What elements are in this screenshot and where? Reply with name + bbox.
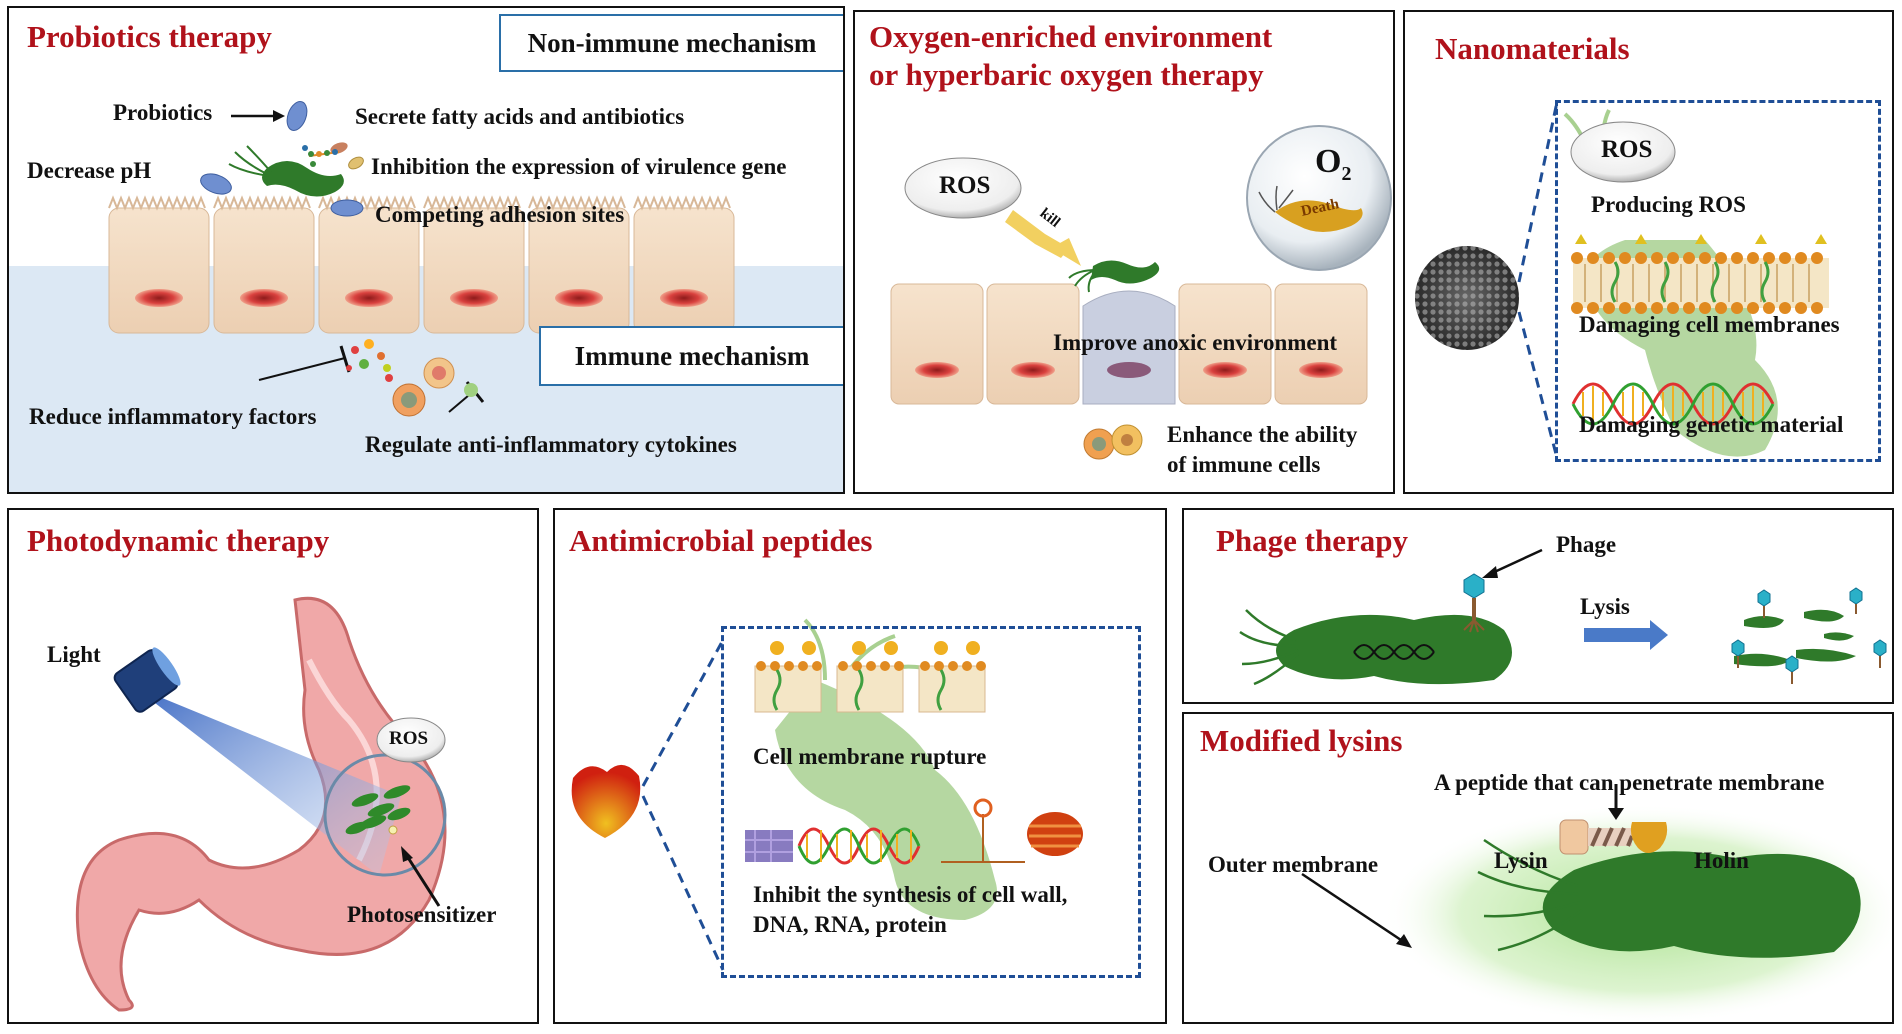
ros-label: ROS [939, 172, 991, 199]
ros-bubble [904, 157, 1022, 219]
non-immune-mechanism-label: Non-immune mechanism [499, 14, 843, 72]
oxygen-panel: Oxygen-enriched environment or hyperbari… [853, 10, 1395, 494]
oxygen-title-line2: or hyperbaric oxygen therapy [869, 57, 1264, 92]
inhibit-synthesis-line2: DNA, RNA, protein [753, 912, 947, 937]
peptide-label: A peptide that can penetrate membrane [1434, 770, 1825, 795]
immune-cells-icon [1083, 424, 1143, 460]
ribosome-icon [1027, 812, 1083, 856]
light-source-icon [113, 647, 181, 713]
nanomaterials-title: Nanomaterials [1435, 31, 1630, 66]
kill-arrow [1005, 210, 1069, 258]
decrease-ph-label: Decrease pH [27, 158, 152, 183]
oxygen-illustration [890, 125, 1392, 460]
nanomaterials-panel: Nanomaterials ROS Producing ROS Damaging… [1403, 10, 1894, 494]
regulate-cytokines-label: Regulate anti-inflammatory cytokines [365, 432, 737, 457]
inhibition-label: Inhibition the expression of virulence g… [371, 154, 787, 179]
lysed-bacteria-icon [1734, 609, 1856, 667]
o2-subscript: 2 [1341, 162, 1352, 185]
dead-bacteria-icon [1275, 200, 1363, 232]
amp-zoom-box [721, 626, 1141, 978]
phage-panel: Phage therapy Phage Lysis [1182, 508, 1894, 704]
rna-icon [941, 798, 1025, 863]
immune-cell-icon [385, 357, 478, 417]
cell-membrane-icon [1571, 234, 1829, 314]
damaging-genetic-label: Damaging genetic material [1579, 412, 1844, 437]
oxygen-bubble [1246, 125, 1392, 271]
producing-ros-label: Producing ROS [1591, 192, 1746, 217]
photodynamic-title: Photodynamic therapy [27, 523, 330, 558]
amp-panel: Antimicrobial peptides Cell membrane rup… [553, 508, 1167, 1024]
photosensitizer-icon [388, 825, 398, 835]
o2-symbol: O [1315, 143, 1342, 180]
secrete-label: Secrete fatty acids and antibiotics [355, 104, 685, 129]
dna-icon [1571, 382, 1775, 426]
immune-mechanism-label: Immune mechanism [539, 326, 843, 386]
probiotic-icon [286, 101, 308, 131]
ros-label: ROS [389, 728, 429, 749]
damaging-membranes-label: Damaging cell membranes [1579, 312, 1840, 337]
o2-label: O2 [1315, 142, 1351, 186]
bacteria-cluster-icon [345, 785, 411, 835]
lysin-icon [1559, 819, 1589, 855]
inhibit-line-1 [258, 357, 346, 381]
phage-title: Phage therapy [1216, 523, 1409, 558]
lysin-label: Lysin [1494, 848, 1548, 873]
phage-icon [1463, 573, 1485, 633]
cytokine-dots-icon [346, 339, 391, 372]
improve-anoxic-label: Improve anoxic environment [1053, 330, 1338, 355]
oxygen-title-line1: Oxygen-enriched environment [869, 19, 1273, 54]
peptide-icon [1588, 827, 1634, 847]
membrane-rupture-icon [754, 641, 986, 713]
lysins-illustration [1301, 784, 1892, 1022]
outer-membrane-label: Outer membrane [1208, 852, 1379, 877]
inhibit-synthesis-line1: Inhibit the synthesis of cell wall, [753, 882, 1068, 907]
phage-illustration [1239, 548, 1887, 686]
holin-label: Holin [1694, 848, 1749, 873]
competing-label: Competing adhesion sites [375, 202, 625, 227]
nanomaterials-zoom-box [1555, 100, 1881, 462]
dna-icon [797, 827, 921, 865]
probiotics-panel: Probiotics therapy Non-immune mechanism … [7, 6, 845, 494]
lysis-label: Lysis [1580, 594, 1630, 619]
photosensitizer-arrow [405, 855, 441, 907]
bacteria-shape [775, 680, 997, 920]
nanomaterials-illustration [1415, 101, 1829, 459]
fatty-acid-icon [302, 145, 340, 167]
photosensitizer-label: Photosensitizer [347, 902, 497, 927]
holin-icon [1630, 822, 1668, 853]
probiotics-title: Probiotics therapy [27, 19, 272, 54]
lysis-arrow [1584, 628, 1650, 642]
membrane-rupture-label: Cell membrane rupture [753, 744, 987, 769]
light-beam [133, 686, 401, 876]
ros-bubble [376, 717, 446, 763]
ros-label: ROS [1601, 136, 1653, 163]
lysins-panel: Modified lysins A peptide that can penet… [1182, 712, 1894, 1024]
probiotics-label: Probiotics [113, 100, 213, 125]
target-area [323, 753, 447, 877]
enhance-label-line2: of immune cells [1167, 452, 1321, 477]
reduce-inflammatory-label: Reduce inflammatory factors [29, 404, 317, 429]
light-label: Light [47, 642, 101, 667]
phage-label: Phage [1556, 532, 1617, 557]
epithelial-cells [108, 195, 735, 334]
bacteria-icon [1276, 614, 1512, 685]
ros-bubble [1570, 121, 1676, 183]
bacteria-icon [1091, 260, 1160, 284]
peptide-icon [571, 764, 641, 838]
bacteria-icon [262, 161, 344, 197]
lysins-title: Modified lysins [1200, 723, 1403, 758]
amp-title: Antimicrobial peptides [569, 523, 873, 558]
cell-wall-icon [745, 830, 793, 862]
photodynamic-illustration [75, 596, 447, 1012]
amp-illustration [571, 618, 1083, 971]
epithelial-cells [890, 283, 1368, 405]
bacteria-icon [1542, 851, 1861, 958]
outer-membrane-arrow [1301, 872, 1405, 944]
enhance-label-line1: Enhance the ability [1167, 422, 1358, 447]
photodynamic-panel: Photodynamic therapy Light ROS Photosens… [7, 508, 539, 1024]
